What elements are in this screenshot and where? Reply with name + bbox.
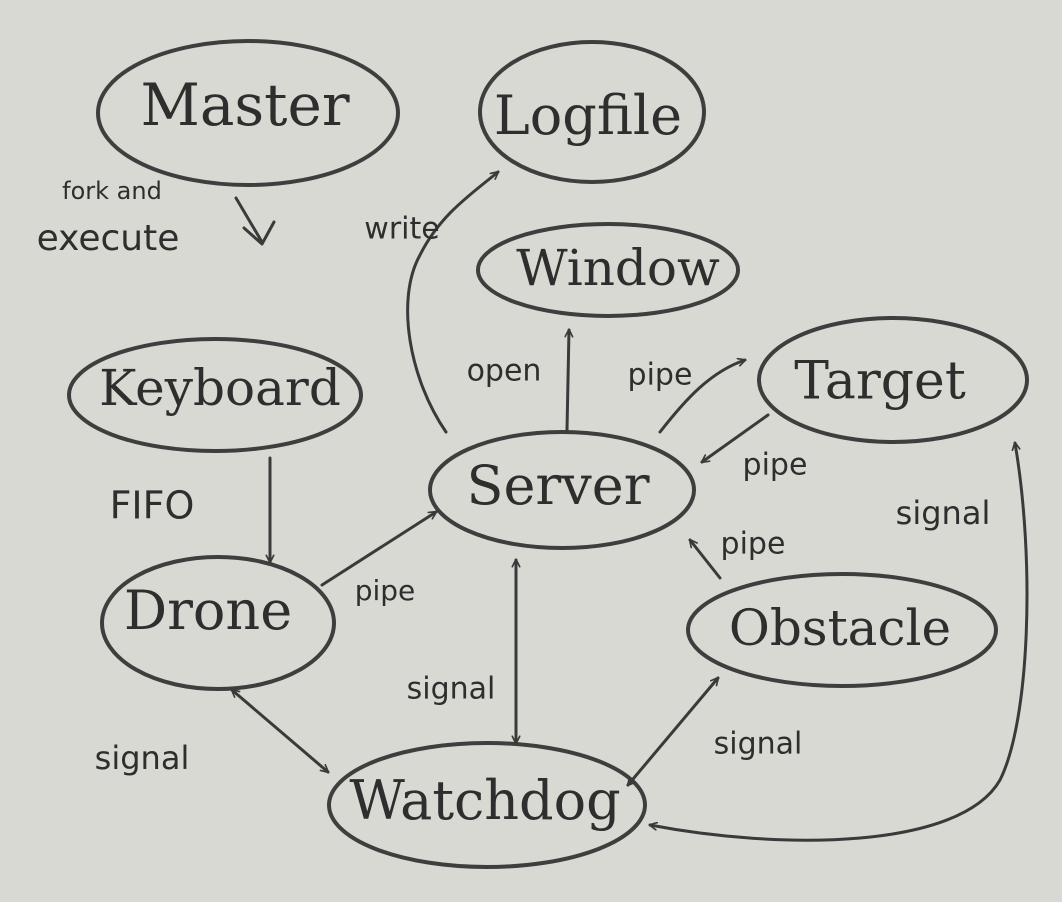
write-arrow	[406, 170, 500, 434]
fork-execute-label-line1: fork and	[62, 177, 162, 205]
open-arrow	[567, 330, 569, 432]
master-ellipse	[96, 39, 400, 187]
server-watchdog-signal-label: signal	[407, 672, 496, 707]
node-watchdog: Watchdog	[327, 741, 647, 869]
obstacle-server-pipe-label: pipe	[721, 527, 786, 562]
node-window: Window	[476, 222, 740, 318]
target-watchdog-signal-arrow	[650, 443, 1029, 842]
edge-server-watchdog-signal: signal	[407, 558, 516, 745]
node-logfile: Logfile	[478, 40, 706, 184]
watchdog-label: Watchdog	[349, 769, 620, 832]
target-watchdog-signal-label: signal	[896, 494, 991, 532]
obstacle-label: Obstacle	[729, 599, 951, 657]
logfile-label: Logfile	[494, 84, 682, 147]
fifo-label: FIFO	[110, 484, 195, 528]
target-label: Target	[794, 352, 966, 412]
watchdog-ellipse	[327, 741, 647, 869]
write-label: write	[364, 212, 439, 247]
target-server-pipe-label: pipe	[743, 448, 808, 483]
fork-execute-arrowhead	[242, 220, 276, 246]
drone-label: Drone	[124, 579, 292, 642]
edge-drone-watchdog-signal: signal	[95, 688, 330, 777]
window-label: Window	[516, 239, 720, 297]
edge-keyboard-drone-fifo: FIFO	[110, 456, 270, 564]
logfile-ellipse	[478, 40, 706, 184]
node-drone: Drone	[100, 555, 336, 691]
open-label: open	[467, 354, 542, 389]
node-server: Server	[428, 430, 696, 550]
edge-server-target-pipe: pipe	[628, 358, 745, 434]
edge-server-window-open: open	[467, 330, 569, 432]
fork-execute-stroke	[234, 196, 264, 244]
drone-watchdog-signal-arrow	[230, 688, 330, 774]
keyboard-label: Keyboard	[99, 359, 341, 417]
drone-ellipse	[100, 555, 336, 691]
server-target-pipe-arrow	[658, 360, 745, 434]
fork-execute-label-line2: execute	[37, 218, 180, 259]
edge-server-logfile-write: write	[364, 170, 500, 434]
keyboard-ellipse	[67, 337, 363, 453]
drone-watchdog-signal-label: signal	[95, 739, 190, 777]
server-target-pipe-label: pipe	[628, 358, 693, 393]
master-label: Master	[140, 71, 349, 139]
drone-server-pipe-label: pipe	[355, 574, 416, 607]
edge-drone-server-pipe: pipe	[320, 510, 438, 607]
node-keyboard: Keyboard	[67, 337, 363, 453]
edge-master-fork-execute: fork and execute	[37, 177, 276, 259]
node-master: Master	[96, 39, 400, 187]
drone-server-pipe-arrow	[320, 510, 438, 587]
server-label: Server	[466, 454, 649, 517]
window-ellipse	[476, 222, 740, 318]
obstacle-watchdog-signal-label: signal	[714, 727, 803, 762]
edge-target-watchdog-signal: signal	[650, 443, 1029, 842]
